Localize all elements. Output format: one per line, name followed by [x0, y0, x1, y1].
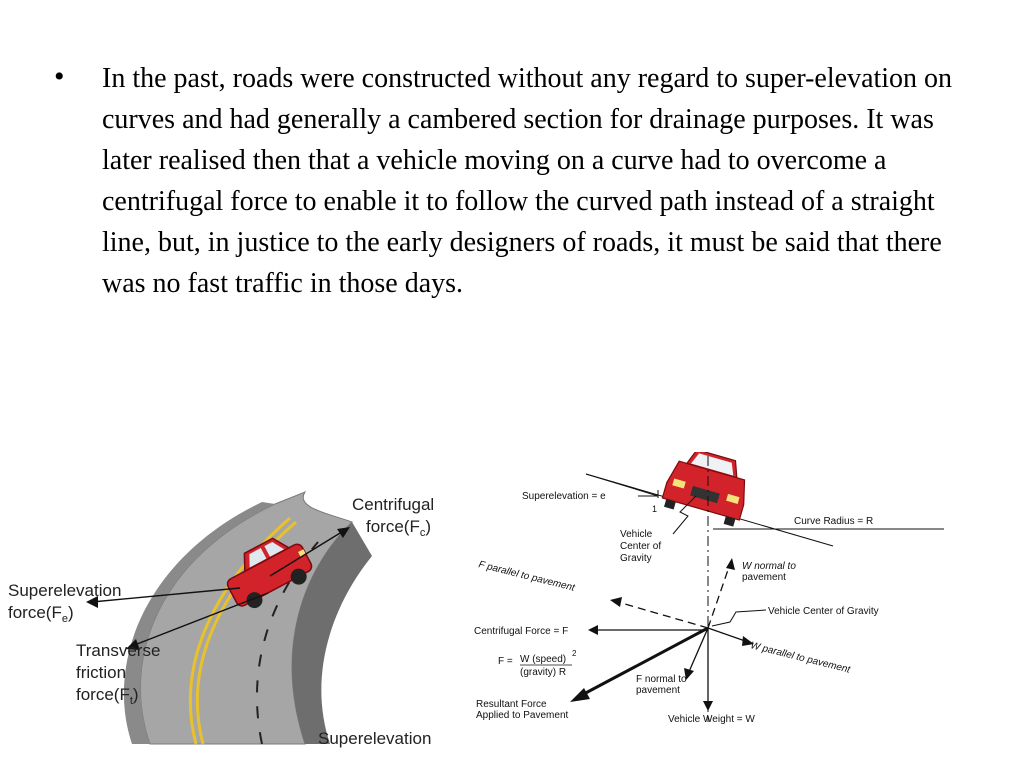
superelevation-arrowhead — [86, 596, 98, 608]
f-normal-label-2: pavement — [636, 685, 680, 696]
f-normal-arrow — [687, 627, 709, 675]
friction-force-arrow — [131, 592, 269, 647]
centrifugal-force-label: force(Fc) — [366, 517, 431, 539]
road-outer-edge — [292, 522, 372, 744]
friction-label-2: friction — [76, 663, 126, 682]
slope-hyp — [585, 473, 659, 497]
force-vector-diagram: Superelevation = e 1 Curve Radius = R Ve… — [474, 452, 944, 725]
vehicle-weight-label: Vehicle Weight = W — [668, 714, 755, 725]
superelevation-bottom-label: Superelevation — [318, 729, 431, 748]
centrifugal-force-label: Centrifugal Force = F — [474, 626, 568, 637]
vcg-right-leader — [711, 609, 767, 627]
vcg-label-2: Center of — [620, 541, 661, 552]
f-parallel-arrowhead — [610, 597, 622, 607]
w-parallel-arrowhead — [742, 636, 754, 646]
formula-exponent: 2 — [572, 649, 577, 658]
centrifugal-label: Centrifugal — [352, 495, 434, 514]
bullet-point: • — [54, 60, 65, 93]
friction-arrowhead — [126, 639, 140, 650]
centrifugal-arrowhead — [337, 527, 350, 538]
vehicle-weight-arrowhead — [703, 701, 713, 711]
superelevation-force-arrow — [91, 587, 241, 603]
vcg-label-3: Gravity — [620, 553, 652, 564]
friction-label-1: Transverse — [76, 641, 160, 660]
w-parallel-arrow — [707, 627, 749, 643]
centrifugal-force-arrow — [269, 529, 346, 577]
resultant-arrowhead — [570, 688, 590, 702]
formula-denominator: (gravity) R — [520, 667, 566, 678]
formula-left: F = — [498, 656, 513, 667]
w-normal-label-1: W normal to — [742, 561, 796, 572]
w-parallel-label: W parallel to pavement — [749, 640, 852, 676]
resultant-label-1: Resultant Force — [476, 699, 547, 710]
bullet-paragraph: In the past, roads were constructed with… — [102, 63, 953, 299]
resultant-arrow — [579, 626, 709, 698]
f-parallel-label: F parallel to pavement — [477, 559, 577, 594]
vcg-right-label: Vehicle Center of Gravity — [768, 606, 879, 617]
w-normal-label-2: pavement — [742, 572, 786, 583]
f-normal-arrowhead — [684, 668, 694, 680]
vcg-leader — [672, 495, 697, 535]
superelevation-road-figure: Centrifugal force(Fc) Superelevation for… — [8, 490, 434, 748]
tilted-car-icon — [661, 452, 746, 527]
curve-radius-label: Curve Radius = R — [794, 516, 873, 527]
formula-numerator: W (speed) — [520, 654, 566, 665]
car-icon — [226, 537, 313, 609]
resultant-label-2: Applied to Pavement — [476, 710, 569, 721]
superelevation-force-label: Superelevation — [8, 581, 121, 600]
superelevation-force-sub-label: force(Fe) — [8, 603, 74, 625]
w-normal-arrowhead — [726, 558, 735, 570]
w-normal-arrow — [707, 563, 731, 629]
f-normal-label-1: F normal to — [636, 674, 687, 685]
centrifugal-force-arrowhead — [588, 625, 598, 635]
f-parallel-arrow — [617, 601, 709, 629]
vcg-label-1: Vehicle — [620, 529, 653, 540]
friction-label-3: force(Ft) — [76, 685, 139, 707]
superelevation-label: Superelevation = e — [522, 491, 606, 502]
road-inner-shoulder — [123, 502, 275, 744]
one-label: 1 — [652, 504, 657, 514]
